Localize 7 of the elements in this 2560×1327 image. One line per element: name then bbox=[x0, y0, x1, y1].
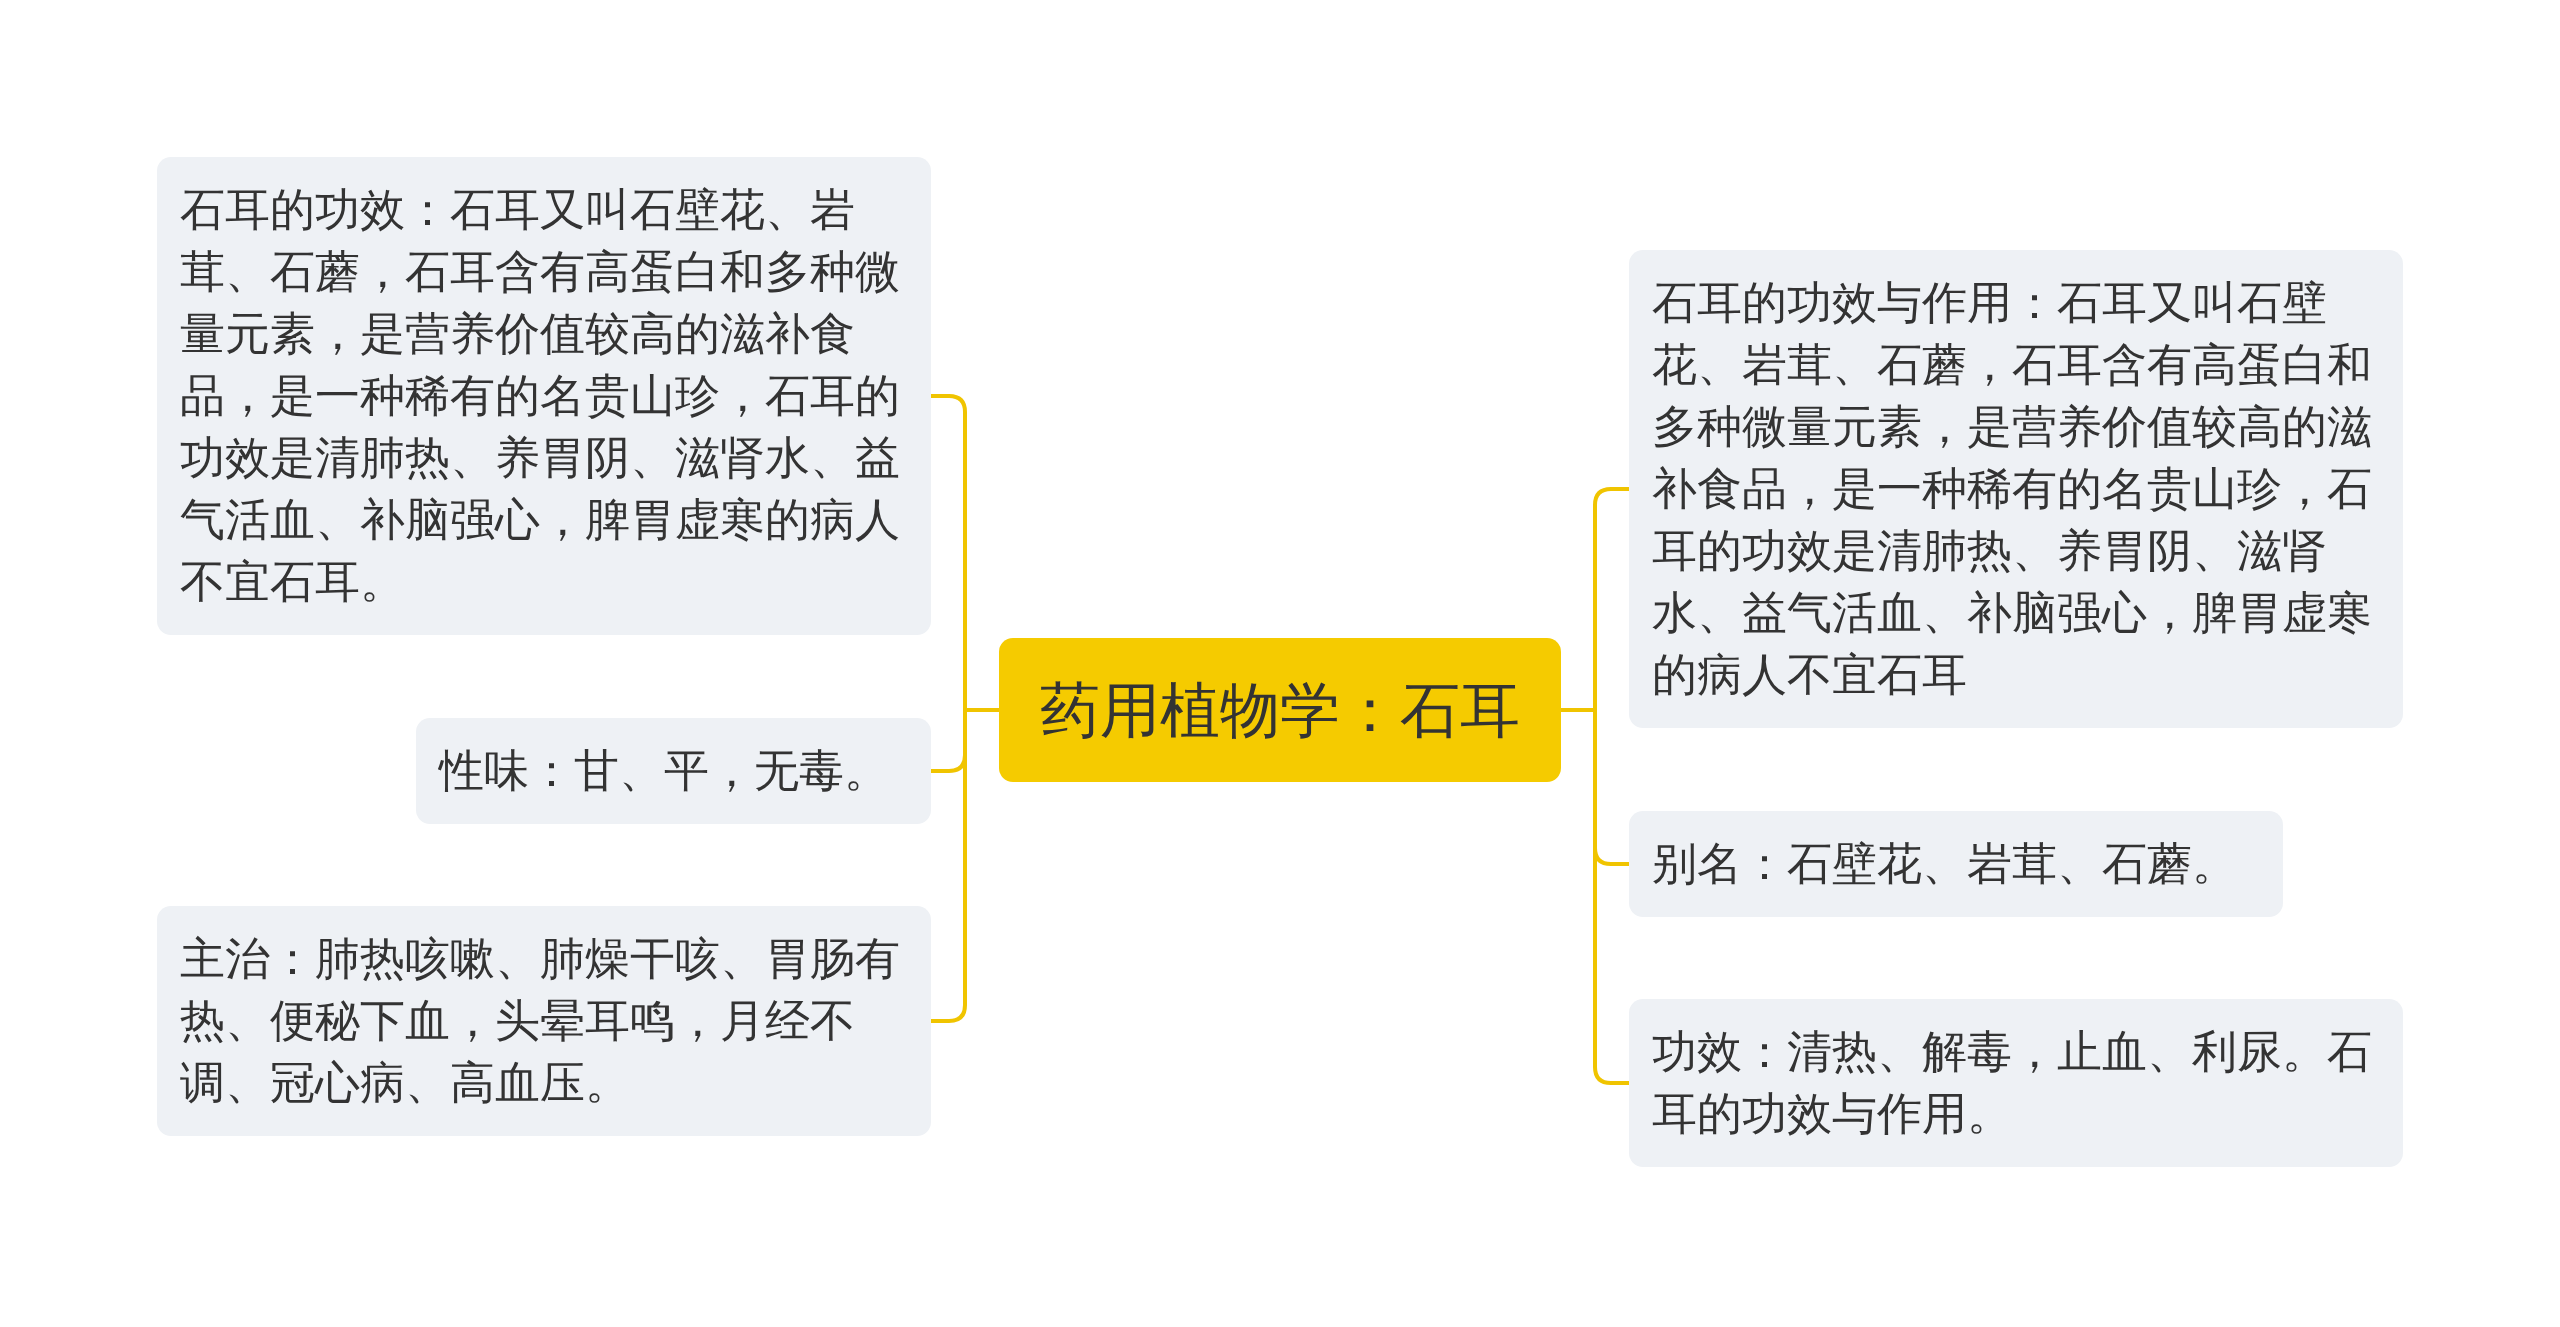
note-box: 别名：石壁花、岩茸、石蘑。 bbox=[1629, 811, 2283, 917]
note-box: 主治：肺热咳嗽、肺燥干咳、胃肠有热、便秘下血，头晕耳鸣，月经不调、冠心病、高血压。 bbox=[157, 906, 931, 1136]
note-box: 性味：甘、平，无毒。 bbox=[416, 718, 931, 824]
topic-box: 药用植物学：石耳 bbox=[999, 638, 1561, 782]
note-box: 功效：清热、解毒，止血、利尿。石耳的功效与作用。 bbox=[1629, 999, 2403, 1167]
note-box: 石耳的功效：石耳又叫石壁花、岩茸、石蘑，石耳含有高蛋白和多种微量元素，是营养价值较高的滋补食品，是一种稀有的名贵山珍，石耳的功效是清肺热、养胃阴、滋肾水、益气活血、补脑强心，脾胃虚寒的病人不宜石耳。 bbox=[157, 157, 931, 635]
note-box: 石耳的功效与作用：石耳又叫石壁花、岩茸、石蘑，石耳含有高蛋白和多种微量元素，是营养价值较高的滋补食品，是一种稀有的名贵山珍，石耳的功效是清肺热、养胃阴、滋肾水、益气活血、补脑强心，脾胃虚寒的病人不宜石耳 bbox=[1629, 250, 2403, 728]
